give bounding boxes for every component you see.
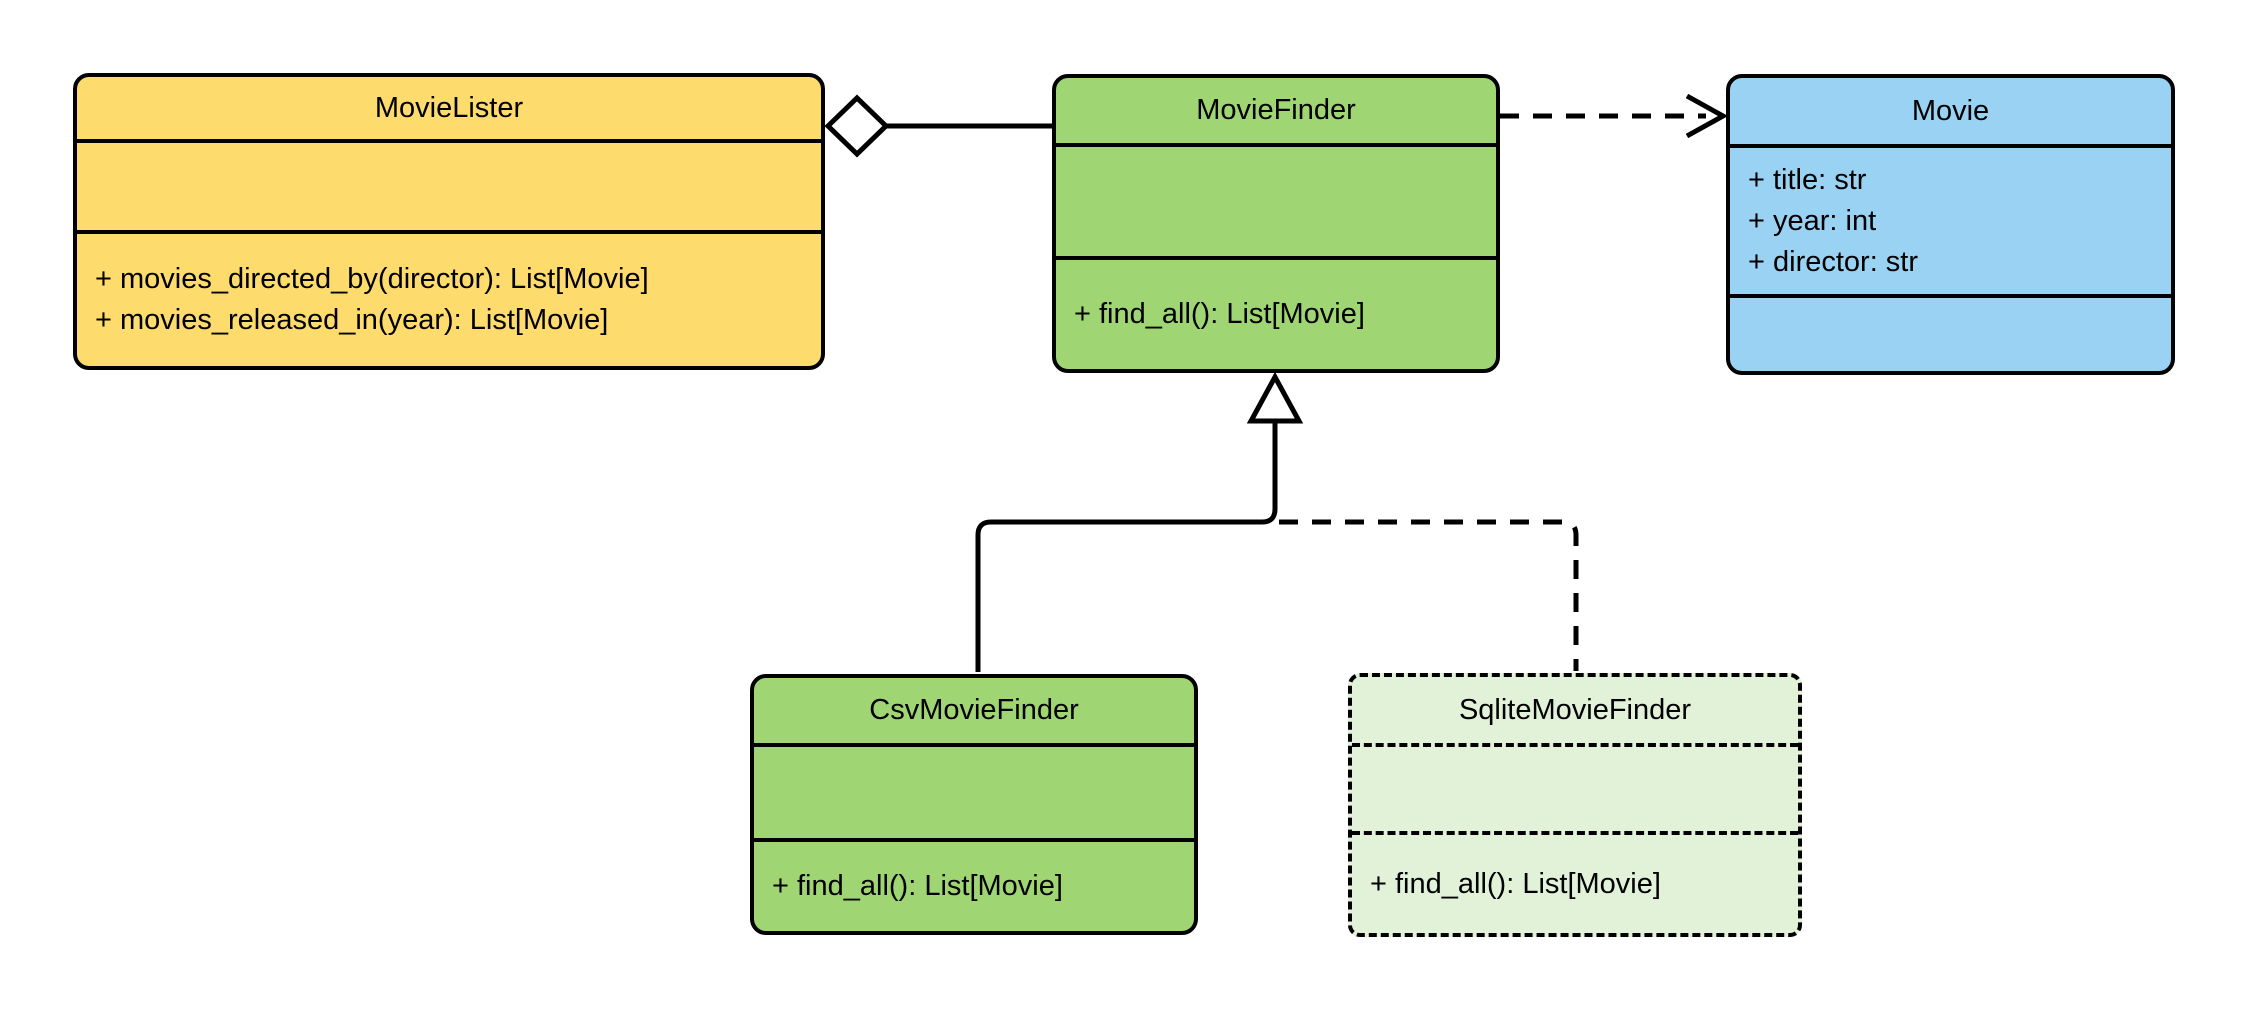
class-title: SqliteMovieFinder [1352,677,1798,747]
attribute-item: + director: str [1748,245,1919,278]
aggregation-connector [824,94,1052,158]
method-item: + movies_directed_by(director): List[Mov… [95,263,649,295]
method-item: + movies_released_in(year): List[Movie] [95,304,609,336]
dependency-arrowhead-icon [1685,93,1729,139]
generalization-solid-connector [975,371,1304,672]
attributes-compartment: + title: str + year: int + director: str [1730,148,2171,298]
class-node-sqlitemoviefinder[interactable]: SqliteMovieFinder + find_all(): List[Mov… [1348,673,1802,937]
generalization-dashed-connector [1279,519,1579,671]
attribute-item: + year: int [1748,204,1877,237]
method-item: + find_all(): List[Movie] [1370,867,1661,900]
class-title: MovieLister [77,77,821,143]
attributes-compartment [77,143,821,234]
class-node-csvmoviefinder[interactable]: CsvMovieFinder + find_all(): List[Movie] [750,674,1198,935]
method-item: + find_all(): List[Movie] [1074,298,1365,330]
methods-compartment: + find_all(): List[Movie] [1352,835,1798,933]
dependency-connector [1500,93,1729,139]
attributes-compartment [1056,147,1496,260]
class-title: CsvMovieFinder [754,678,1194,747]
class-node-moviefinder[interactable]: MovieFinder + find_all(): List[Movie] [1052,74,1500,373]
methods-compartment: + find_all(): List[Movie] [1056,260,1496,369]
attributes-compartment [1352,747,1798,835]
method-item: + find_all(): List[Movie] [772,870,1063,902]
class-title: MovieFinder [1056,78,1496,147]
methods-compartment [1730,298,2171,371]
attributes-compartment [754,747,1194,842]
methods-compartment: + movies_directed_by(director): List[Mov… [77,234,821,366]
attribute-item: + title: str [1748,163,1867,196]
methods-compartment: + find_all(): List[Movie] [754,842,1194,931]
generalization-triangle-icon [1246,371,1304,424]
class-title: Movie [1730,78,2171,148]
class-node-movie[interactable]: Movie + title: str + year: int + directo… [1726,74,2175,375]
class-node-movielister[interactable]: MovieLister + movies_directed_by(directo… [73,73,825,370]
aggregation-diamond-icon [824,94,890,158]
